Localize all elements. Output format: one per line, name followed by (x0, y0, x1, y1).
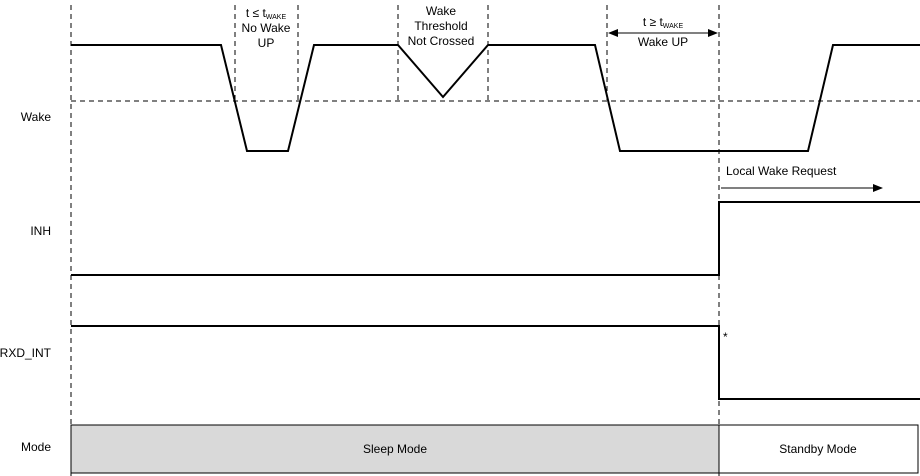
wake-waveform (71, 44, 920, 152)
inh-signal-label: INH (30, 224, 51, 238)
standby-mode-label: Standby Mode (779, 442, 857, 456)
rxd-int-waveform (71, 325, 920, 400)
inh-waveform (71, 201, 920, 276)
threshold-annotation-line1: Wake (426, 4, 457, 18)
short-pulse-subscript: WAKE (266, 14, 287, 21)
long-pulse-subscript: WAKE (663, 23, 684, 30)
wake-signal-label: Wake (21, 110, 52, 124)
long-pulse-prefix: t ≥ t (643, 15, 664, 29)
sleep-mode-label: Sleep Mode (363, 442, 427, 456)
local-wake-request-label: Local Wake Request (726, 164, 837, 178)
short-pulse-annotation-line2: No Wake (242, 21, 291, 35)
asterisk-note: * (723, 330, 728, 344)
rxd-int-signal-label: RXD_INT (0, 346, 52, 360)
standby-mode-region (718, 424, 919, 474)
long-pulse-annotation-line1: t ≥ tWAKE (643, 15, 684, 30)
short-pulse-annotation-line3: UP (258, 36, 275, 50)
sleep-mode-region (70, 424, 720, 474)
short-pulse-prefix: t ≤ t (246, 6, 267, 20)
long-pulse-annotation-line2: Wake UP (638, 35, 688, 49)
threshold-annotation-line2: Threshold (414, 19, 467, 33)
mode-signal-label: Mode (21, 440, 51, 454)
threshold-annotation-line3: Not Crossed (408, 34, 475, 48)
short-pulse-annotation-line1: t ≤ tWAKE (246, 6, 287, 21)
